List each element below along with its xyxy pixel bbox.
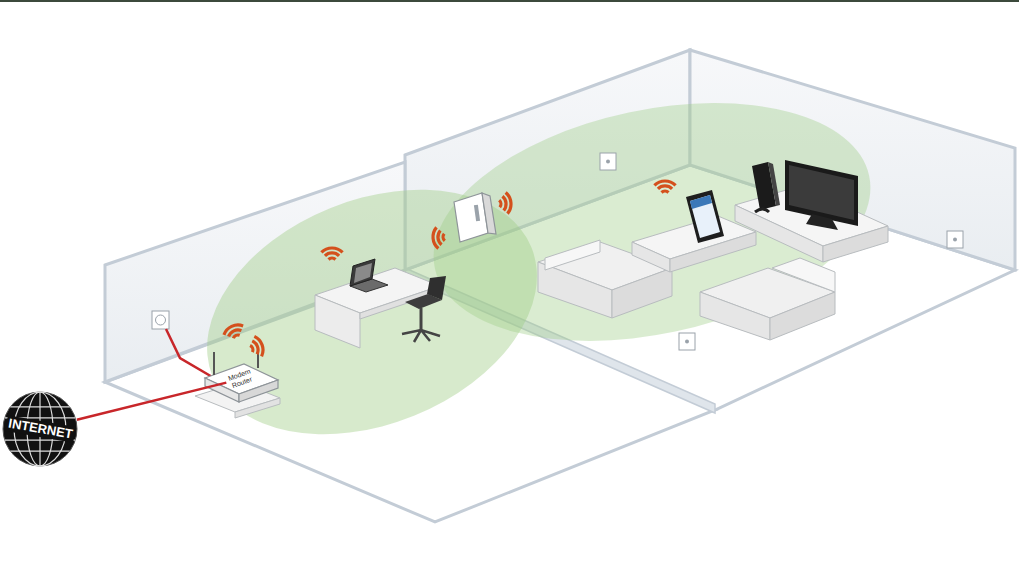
wifi-signal <box>222 322 246 341</box>
sofa <box>538 262 612 318</box>
wifi-extender <box>482 193 496 234</box>
wifi-signal <box>654 181 675 192</box>
modem-router-label: Modem Router <box>226 368 255 389</box>
game-controller <box>755 209 769 212</box>
desk <box>315 295 360 348</box>
television <box>785 160 858 226</box>
sofa <box>770 292 835 340</box>
wifi-signal <box>248 335 266 359</box>
wifi-signal <box>321 248 342 259</box>
device-label: Modem Router <box>227 368 254 390</box>
coffee-table <box>632 242 670 272</box>
office-chair <box>420 308 423 330</box>
game-console <box>768 162 780 206</box>
sofa <box>545 240 600 270</box>
sofa <box>772 258 835 292</box>
wifi-signal <box>432 227 445 249</box>
router-antenna <box>213 352 215 375</box>
globe-parallel <box>10 451 69 452</box>
wifi-signal <box>499 192 512 214</box>
sofa <box>700 292 770 340</box>
wall-socket <box>600 153 616 170</box>
tablet-screen <box>690 195 720 238</box>
office-chair <box>402 330 440 342</box>
network-cable <box>77 383 226 420</box>
wall-socket <box>947 231 963 248</box>
television-base <box>806 214 838 230</box>
tablet-screen <box>690 195 712 209</box>
laptop-screen <box>354 263 372 283</box>
floor-socket <box>679 333 695 350</box>
wall-socket <box>152 311 169 329</box>
television-screen <box>789 165 854 220</box>
laptop <box>350 259 375 286</box>
top-rule <box>0 0 1019 2</box>
extender-logo <box>474 205 480 221</box>
tablet <box>686 190 724 243</box>
globe-parallel <box>10 406 69 407</box>
extender-coverage <box>412 66 893 377</box>
sofa <box>612 268 672 318</box>
office-chair <box>427 276 446 300</box>
internet-globe: INTERNET <box>2 391 78 467</box>
power-wire <box>166 329 214 378</box>
tv-stand <box>823 226 888 262</box>
globe-shape <box>3 392 77 466</box>
